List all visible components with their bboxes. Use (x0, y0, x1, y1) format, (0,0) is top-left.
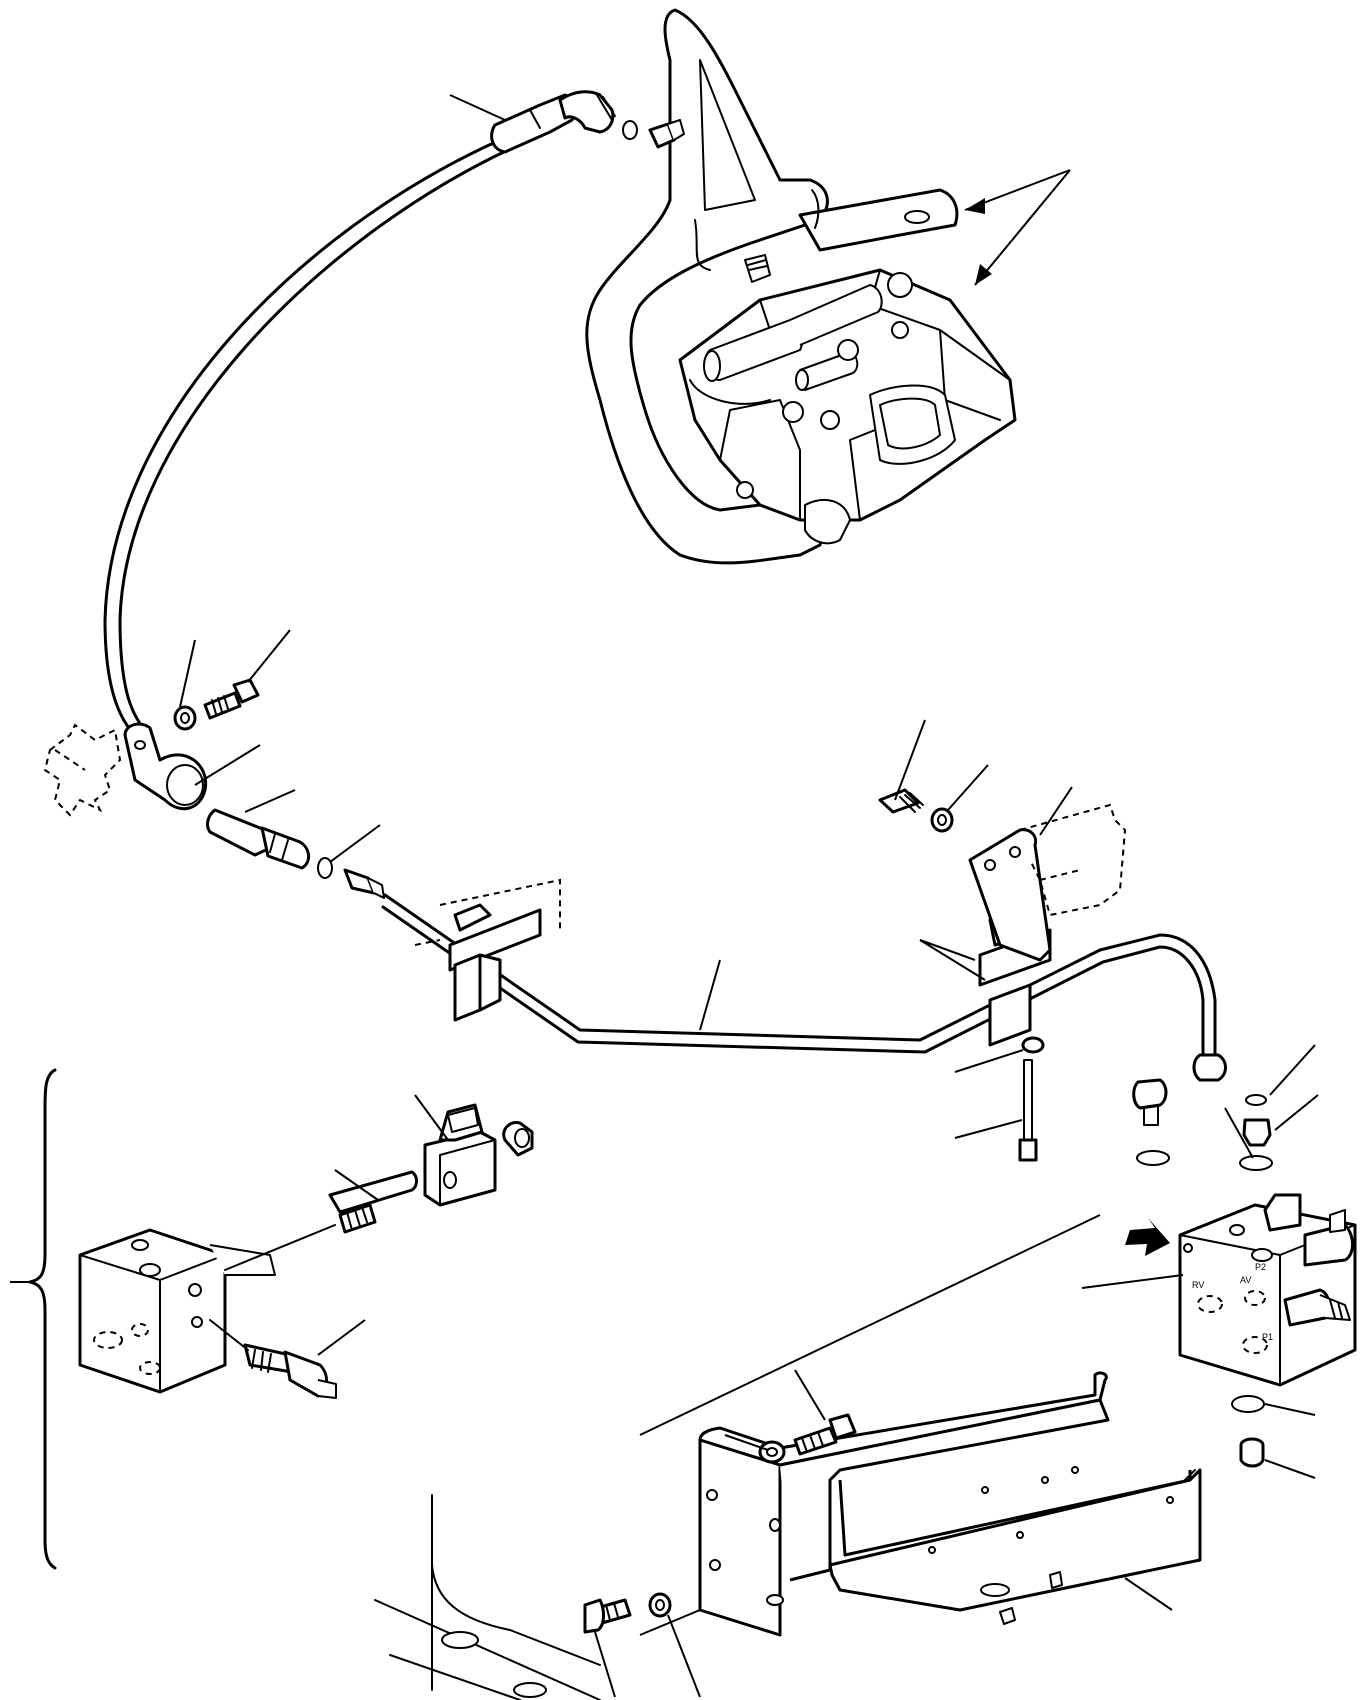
hose-clamp-assembly (43, 629, 385, 899)
hydraulic-pipe (381, 719, 1217, 1162)
pump-assembly (585, 8, 1017, 565)
port-label-p2: P2 (1255, 1262, 1266, 1272)
upper-hose (103, 90, 1071, 737)
port-label-av: AV (1240, 1275, 1251, 1285)
valve-block-right: P2 RV AV P1 (639, 1044, 1357, 1479)
port-label-rv: RV (1192, 1280, 1204, 1290)
valve-block-detail-left (10, 1068, 534, 1570)
port-label-p1: P1 (1262, 1332, 1273, 1342)
mounting-bracket (374, 1369, 1202, 1700)
